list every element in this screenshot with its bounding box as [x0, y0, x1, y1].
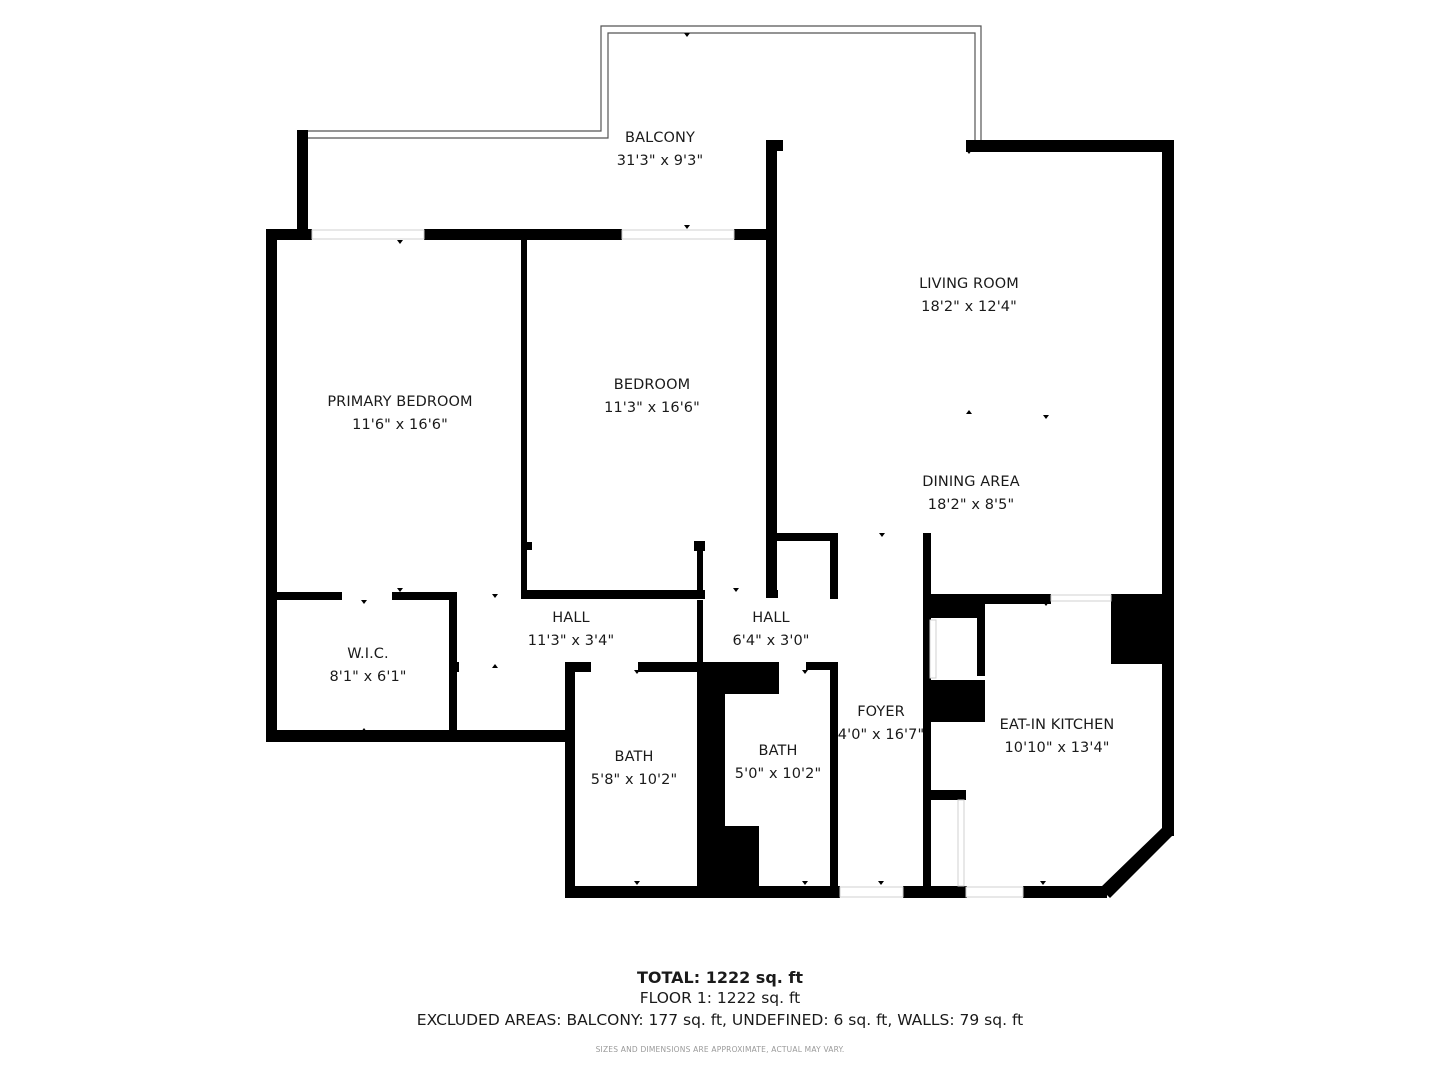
room-name: EAT-IN KITCHEN: [999, 717, 1115, 733]
room-dimensions: 11'6" x 16'6": [352, 417, 448, 433]
room-label-living-room: LIVING ROOM 18'2" x 12'4": [919, 273, 1019, 319]
room-dimensions: 8'1" x 6'1": [329, 669, 407, 685]
dimension-markers: [361, 33, 1049, 885]
room-label-eat-in-kitchen: EAT-IN KITCHEN 10'10" x 13'4": [1000, 714, 1115, 760]
room-name: BEDROOM: [613, 377, 691, 393]
room-label-hall-1: HALL 11'3" x 3'4": [528, 607, 614, 653]
room-name: W.I.C.: [347, 646, 389, 662]
room-name: LIVING ROOM: [919, 276, 1019, 292]
room-label-hall-2: HALL 6'4" x 3'0": [732, 607, 809, 653]
room-name: DINING AREA: [922, 474, 1020, 490]
room-label-primary-bedroom: PRIMARY BEDROOM 11'6" x 16'6": [327, 391, 472, 437]
room-dimensions: 10'10" x 13'4": [1004, 740, 1110, 756]
disclaimer: SIZES AND DIMENSIONS ARE APPROXIMATE, AC…: [595, 1045, 845, 1054]
room-label-bedroom: BEDROOM 11'3" x 16'6": [604, 374, 700, 420]
excluded-areas: EXCLUDED AREAS: BALCONY: 177 sq. ft, UND…: [416, 1011, 1024, 1029]
room-name: PRIMARY BEDROOM: [327, 394, 473, 410]
room-label-dining-area: DINING AREA 18'2" x 8'5": [922, 471, 1019, 517]
room-dimensions: 6'4" x 3'0": [732, 633, 810, 649]
room-dimensions: 31'3" x 9'3": [616, 153, 704, 169]
room-label-bath-2: BATH 5'0" x 10'2": [735, 740, 821, 786]
total-area: TOTAL: 1222 sq. ft: [636, 968, 804, 987]
room-label-bath-1: BATH 5'8" x 10'2": [591, 746, 677, 792]
room-label-balcony: BALCONY 31'3" x 9'3": [617, 127, 703, 173]
windows: [311, 229, 1112, 898]
room-dimensions: 4'0" x 16'7": [837, 727, 925, 743]
room-name: FOYER: [857, 704, 905, 720]
room-dimensions: 11'3" x 16'6": [604, 400, 700, 416]
walls: [266, 130, 1174, 898]
room-name: BATH: [758, 743, 798, 759]
room-label-wic: W.I.C. 8'1" x 6'1": [329, 643, 406, 689]
room-label-foyer: FOYER 4'0" x 16'7": [838, 701, 924, 747]
room-name: BALCONY: [625, 130, 695, 146]
room-dimensions: 5'0" x 10'2": [734, 766, 822, 782]
room-dimensions: 11'3" x 3'4": [527, 633, 615, 649]
room-dimensions: 5'8" x 10'2": [590, 772, 678, 788]
room-name: HALL: [752, 610, 790, 626]
area-summary: TOTAL: 1222 sq. ft FLOOR 1: 1222 sq. ft …: [0, 967, 1440, 1054]
room-dimensions: 18'2" x 12'4": [921, 299, 1017, 315]
room-name: BATH: [614, 749, 654, 765]
floor-area: FLOOR 1: 1222 sq. ft: [639, 989, 801, 1007]
balcony-railing: [306, 25, 982, 141]
room-dimensions: 18'2" x 8'5": [927, 497, 1015, 513]
room-name: HALL: [552, 610, 590, 626]
